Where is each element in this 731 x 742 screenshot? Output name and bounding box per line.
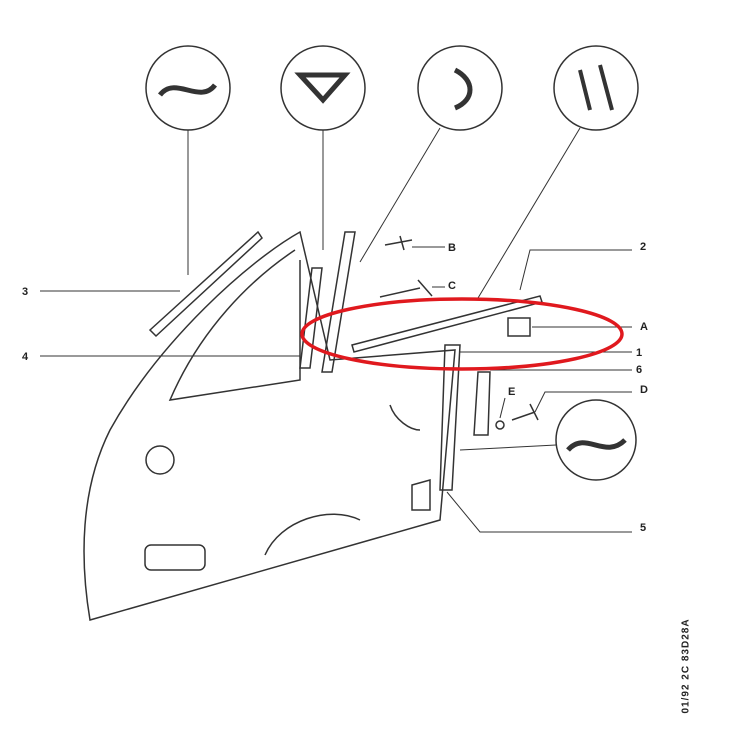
screw-D [511, 403, 539, 421]
screw-B [384, 235, 413, 251]
detail-circle-3 [417, 45, 503, 131]
detail-circle-2 [280, 45, 366, 131]
callout-A: A [640, 321, 648, 333]
profile-1 [158, 83, 217, 97]
clip-A [507, 317, 531, 337]
profile-5 [566, 438, 627, 452]
callout-3: 3 [22, 286, 28, 298]
seal-4 [299, 267, 323, 369]
seal-vertical [321, 231, 356, 373]
door-pocket [144, 544, 206, 571]
callout-D: D [640, 384, 648, 396]
speaker-hole [145, 445, 175, 475]
seal-5 [439, 344, 461, 491]
callout-C: C [448, 280, 456, 292]
profile-3 [453, 67, 473, 111]
detail-circle-4 [553, 45, 639, 131]
callout-E: E [508, 386, 515, 398]
callout-6: 6 [636, 364, 642, 376]
reference-code: 01/92 2C 83D28A [680, 618, 692, 714]
detail-circle-5 [555, 399, 637, 481]
window-frame [168, 249, 301, 401]
seal-3 [148, 230, 263, 338]
washer-E [495, 420, 505, 430]
door-outline [83, 230, 456, 621]
profile-4 [578, 64, 614, 111]
callout-5: 5 [640, 522, 646, 534]
highlight-ellipse [300, 297, 624, 371]
part-6 [473, 371, 491, 436]
fastener-C [379, 279, 433, 298]
callout-2: 2 [640, 241, 646, 253]
profile-2 [294, 72, 351, 104]
door-handle-recess [264, 513, 361, 556]
panel-detail [389, 404, 421, 431]
callout-B: B [448, 242, 456, 254]
callout-1: 1 [636, 347, 642, 359]
callout-4: 4 [22, 351, 29, 363]
panel-detail-2 [411, 479, 431, 511]
